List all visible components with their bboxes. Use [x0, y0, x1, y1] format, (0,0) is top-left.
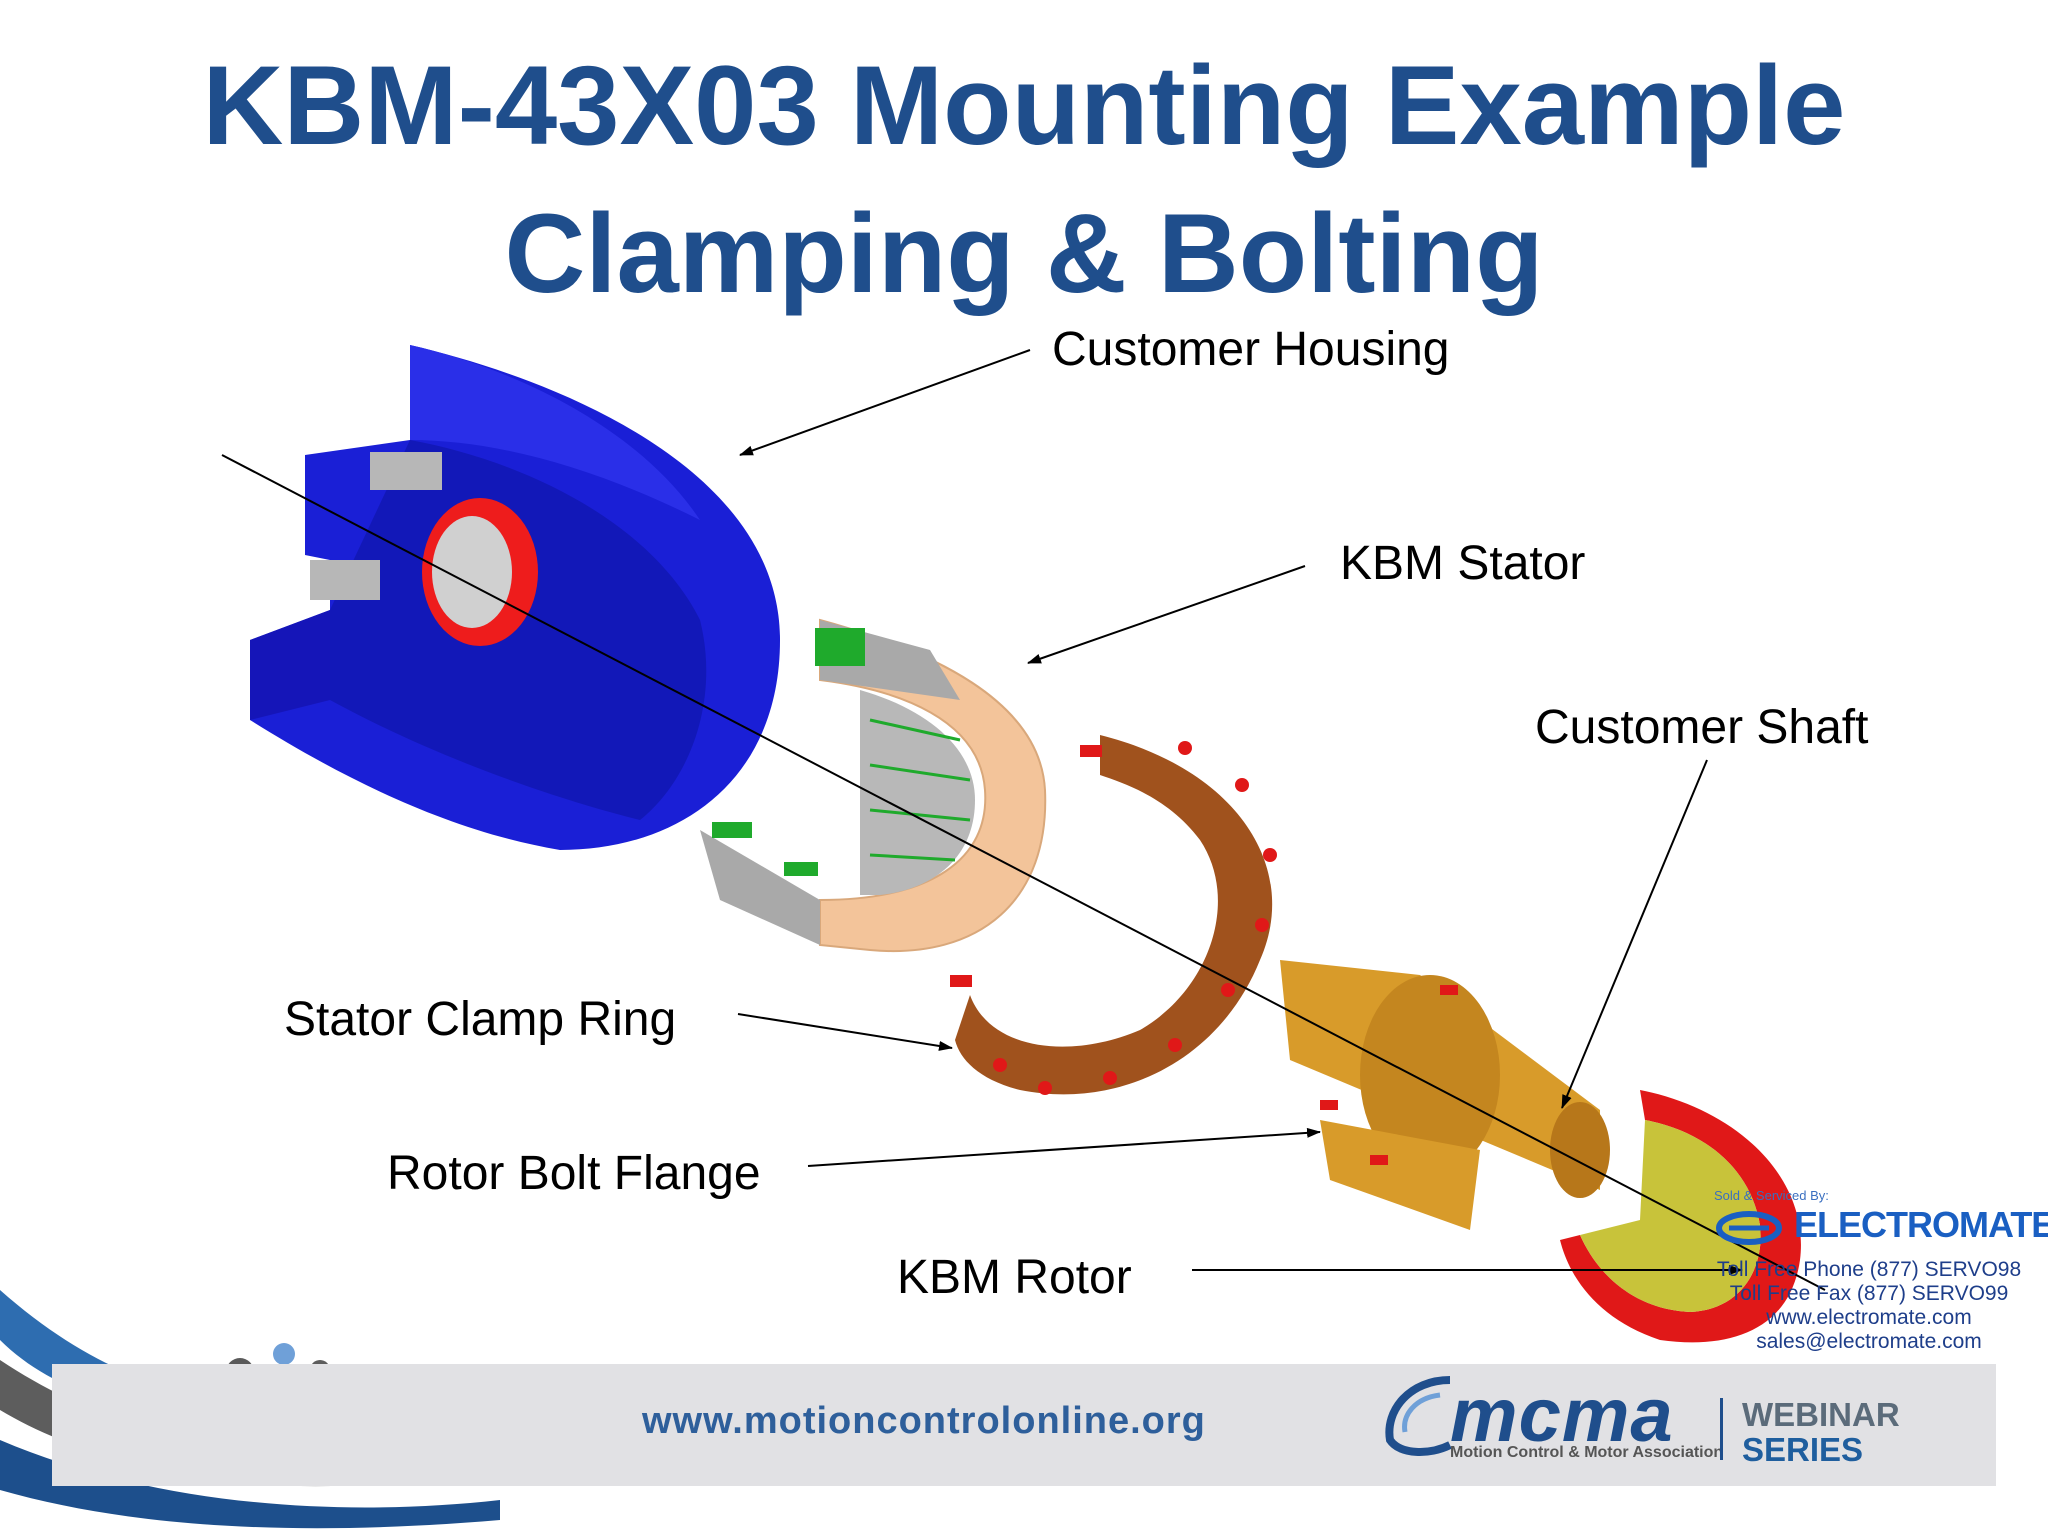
mcma-globe-icon	[1385, 1376, 1452, 1456]
stator-clamp-ring-part	[950, 735, 1277, 1095]
housing-leader	[739, 349, 1031, 456]
mcma-full-name: Motion Control & Motor Association	[1450, 1444, 1724, 1461]
dealer-phone: Toll Free Phone (877) SERVO98	[1716, 1258, 2022, 1281]
kbm-rotor-part	[1560, 1090, 1801, 1343]
label-customer-housing: Customer Housing	[1052, 323, 1450, 376]
label-rotor-bolt-flange: Rotor Bolt Flange	[387, 1147, 761, 1200]
stator-leader	[1027, 565, 1306, 664]
customer-housing-part	[250, 345, 780, 850]
shaft-leader	[1561, 759, 1708, 1109]
clamp-ring-leader	[737, 1013, 953, 1051]
dealer-sold-by: Sold & Serviced By:	[1714, 1188, 1829, 1203]
page-subtitle: Clamping & Bolting	[504, 191, 1544, 316]
label-customer-shaft: Customer Shaft	[1535, 701, 1869, 754]
assembly-axis-line	[221, 454, 1826, 1291]
page-title: KBM-43X03 Mounting Example	[202, 43, 1846, 168]
webinar-series-label: WEBINAR SERIES	[1742, 1396, 1900, 1468]
electromate-logo-icon	[1716, 1211, 1782, 1245]
dealer-brand: ELECTROMATE	[1794, 1204, 2048, 1245]
customer-shaft-part	[1280, 960, 1610, 1230]
label-kbm-stator: KBM Stator	[1340, 537, 1586, 590]
footer-band	[52, 1364, 1996, 1486]
mcma-logo-text: mcma	[1450, 1373, 1674, 1458]
dealer-fax: Toll Free Fax (877) SERVO99	[1729, 1282, 2009, 1305]
kbm-stator-part	[700, 618, 1047, 953]
footer-url-link[interactable]: www.motioncontrolonline.org	[642, 1400, 1206, 1442]
series-line: SERIES	[1742, 1430, 1864, 1468]
dealer-web[interactable]: www.electromate.com	[1766, 1306, 1972, 1329]
leader-lines	[221, 349, 1826, 1291]
label-stator-clamp-ring: Stator Clamp Ring	[284, 993, 677, 1046]
webinar-line: WEBINAR	[1742, 1396, 1900, 1433]
dealer-email[interactable]: sales@electromate.com	[1756, 1330, 1982, 1353]
footer-divider	[1720, 1398, 1723, 1460]
label-kbm-rotor: KBM Rotor	[897, 1251, 1132, 1304]
bolt-flange-leader	[807, 1127, 1321, 1167]
